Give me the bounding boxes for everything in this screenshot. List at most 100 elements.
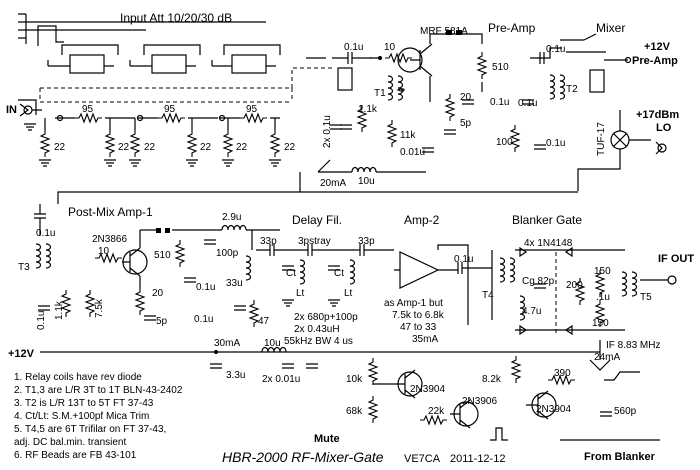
- from-blanker-label: From Blanker: [584, 451, 656, 463]
- r10k-label: 10k: [346, 374, 363, 385]
- c01-pm-label: 0.1u: [36, 228, 55, 239]
- postmix-amp: [33, 204, 280, 328]
- r20b-label: 20: [152, 288, 164, 299]
- c01p1-label: 0.1u: [490, 97, 509, 108]
- amp2-label: Amp-2: [404, 213, 440, 227]
- c01p2-label: 0.1u: [546, 138, 565, 149]
- t1-label: T1: [374, 88, 386, 99]
- delay-note-2: 2x 0.43uH: [294, 324, 340, 335]
- note-1: 1. Relay coils have rev diode: [14, 372, 142, 383]
- in-connector: [19, 103, 42, 131]
- c1u-label: .1u: [596, 292, 610, 303]
- in-port-label: IN: [6, 104, 17, 116]
- r100-label: 100: [496, 137, 513, 148]
- delay-label: Delay Fil.: [292, 213, 342, 227]
- c3pstray-label: 3pstray: [298, 236, 331, 247]
- lo-label-1: +17dBm: [636, 109, 679, 121]
- att-g2-label: 22: [118, 142, 130, 153]
- i30ma-label: 30mA: [214, 338, 240, 349]
- r510b-label: 510: [154, 250, 171, 261]
- postmix-label: Post-Mix Amp-1: [68, 205, 153, 219]
- q3-label: 2N3904: [410, 384, 445, 395]
- l29u-label: 2.9u: [222, 212, 241, 223]
- c01p5-label: 0.1u: [196, 282, 215, 293]
- c-in-label: 0.1u: [344, 42, 363, 53]
- delay-filter: [256, 243, 394, 307]
- lo-label-2: LO: [656, 122, 672, 134]
- blanker-gate: [491, 246, 677, 336]
- cg-label: Cg 82p: [522, 276, 555, 287]
- mixer-label: Mixer: [596, 21, 625, 35]
- r200-label: 200: [566, 280, 583, 291]
- t4-label: T4: [482, 290, 494, 301]
- q5-label: 2N3904: [536, 404, 571, 415]
- input-attenuator: [18, 13, 332, 167]
- input-att-label: Input Att 10/20/30 dB: [120, 11, 232, 25]
- power-rail: [40, 340, 660, 441]
- c01p8-label: 0.1u: [454, 254, 473, 265]
- preamp-label: Pre-Amp: [488, 21, 536, 35]
- r10a-label: 10: [384, 42, 396, 53]
- att-g4-label: 22: [200, 142, 212, 153]
- q1-transistor: [397, 47, 423, 73]
- c2x01-label: 2x 0.1u: [322, 115, 333, 148]
- note-7: 6. RF Beads are FB 43-101: [14, 450, 137, 461]
- r22k-label: 22k: [428, 406, 445, 417]
- r7k5-label: 7.5k: [94, 298, 105, 318]
- i20ma-label: 20mA: [320, 178, 346, 189]
- mixer-section: [57, 33, 667, 204]
- l47u-label: 4.7u: [522, 306, 541, 317]
- note-2: 2. T1,3 are L/R 3T to 1T BLN-43-2402: [14, 385, 183, 396]
- lt2-label: Lt: [344, 288, 353, 299]
- r150a-label: 150: [594, 266, 611, 277]
- r10b-label: 10: [98, 246, 110, 257]
- t2-label: T2: [566, 84, 578, 95]
- r20a-label: 20: [460, 92, 472, 103]
- c33u-label: 3.3u: [226, 370, 245, 381]
- v12-preamp-label-2: Pre-Amp: [632, 55, 678, 67]
- delay-note-1: 2x 680p+100p: [294, 312, 358, 323]
- notes-block: 1. Relay coils have rev diode 2. T1,3 ar…: [14, 372, 183, 461]
- l33u-label: 33u: [226, 278, 243, 289]
- delay-note-3: 55kHz BW 4 us: [284, 336, 353, 347]
- amp2-note-3: 47 to 33: [400, 322, 437, 333]
- note-5: 5. T4,5 are 6T Trifilar on FT 37-43,: [14, 424, 166, 435]
- v12-preamp-label-1: +12V: [644, 41, 671, 53]
- diodes-label: 4x 1N4148: [524, 238, 573, 249]
- att-r1-label: 95: [82, 104, 94, 115]
- att-g3-label: 22: [144, 142, 156, 153]
- r1k1a-label: 1.1k: [358, 104, 378, 115]
- amp2-note-2: 7.5k to 6.8k: [392, 310, 445, 321]
- att-g6-label: 22: [284, 142, 296, 153]
- att-r3-label: 95: [246, 104, 258, 115]
- if-freq-label: IF 8.83 MHz: [606, 340, 660, 351]
- c01p7-label: 0.1u: [194, 314, 213, 325]
- i24ma-label: 24mA: [594, 352, 620, 363]
- ct2-label: Ct: [334, 268, 344, 279]
- r1k1b-label: 1.1k: [54, 300, 65, 320]
- mute-label: Mute: [314, 433, 340, 445]
- r510a-label: 510: [492, 62, 509, 73]
- r47-label: 47: [258, 316, 270, 327]
- l10u-a-label: 10u: [358, 176, 375, 187]
- if-out-label: IF OUT: [658, 253, 694, 265]
- att-g5-label: 22: [236, 142, 248, 153]
- t3-label: T3: [18, 262, 30, 273]
- preamp-section: [306, 30, 566, 173]
- mixer-chip-label: TUF-17: [596, 122, 607, 156]
- note-6: adj. DC bal.min. transient: [14, 437, 126, 448]
- date-label: 2011-12-12: [450, 453, 505, 465]
- r8k2-label: 8.2k: [482, 374, 502, 385]
- l10u-b-label: 10u: [264, 338, 281, 349]
- ct1-label: Ct: [286, 268, 296, 279]
- q4-label: 2N3906: [462, 396, 497, 407]
- c33p-b-label: 33p: [358, 236, 375, 247]
- lt1-label: Lt: [296, 288, 305, 299]
- author-label: VE7CA: [404, 453, 441, 465]
- c001a-label: 0.01u: [400, 147, 425, 158]
- r390-label: 390: [554, 368, 571, 379]
- c5p-a-label: 5p: [460, 118, 472, 129]
- schematic-title: HBR-2000 RF-Mixer-Gate: [222, 449, 384, 465]
- c5p-b-label: 5p: [156, 316, 168, 327]
